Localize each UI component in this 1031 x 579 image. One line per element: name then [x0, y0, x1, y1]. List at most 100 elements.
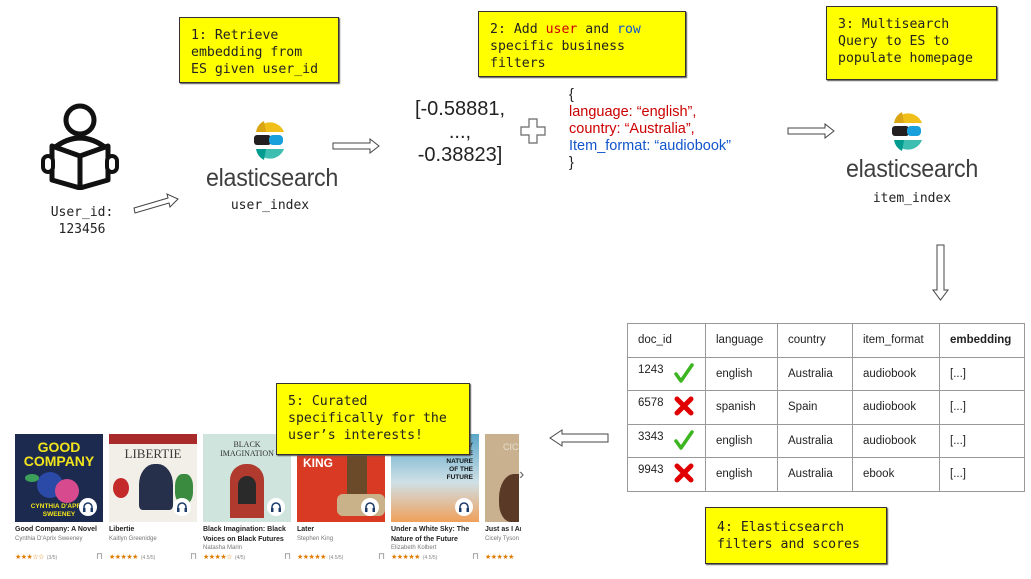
check-icon [674, 363, 694, 383]
step-2-user-word: user [545, 22, 578, 37]
table-header-row: doc_id language country item_format embe… [627, 323, 1025, 358]
step-2-note: 2: Add user and row specific business fi… [478, 11, 686, 77]
cover-title: LIBERTIE [124, 446, 182, 461]
results-table: doc_id language country item_format embe… [627, 323, 1025, 492]
embedding-last: -0.38823] [417, 144, 503, 166]
book-title-line1: Under a White Sky: The [391, 526, 470, 533]
item-format-cell: audiobook [852, 423, 940, 458]
headphones-icon [79, 498, 97, 516]
user-id-label: User_id: 123456 [40, 204, 124, 238]
step-2-suffix: specific business filters [490, 39, 625, 71]
headphones-icon [361, 498, 379, 516]
elasticsearch-icon [892, 112, 922, 151]
table-row: 1243 english Australia audiobook [...] [627, 356, 1025, 391]
book-rating: ★★★☆☆(3/5) [15, 553, 57, 561]
book-title-line2: Nature of the Future [391, 536, 458, 543]
item-format-cell: ebook [852, 457, 940, 492]
filters-open-brace: { [569, 87, 574, 103]
book-title[interactable]: Libertie [109, 526, 135, 533]
bookmark-icon[interactable]: ⊓ [96, 551, 104, 561]
embedding-first: [-0.58881, [414, 98, 506, 120]
book-author[interactable]: Natasha Marin [203, 545, 243, 551]
filter-language: language: “english”, [569, 104, 697, 120]
item-es-logo: elasticsearch [846, 109, 979, 184]
book-title-line2: Voices on Black Futures [203, 536, 284, 543]
carousel-next-button[interactable]: › [519, 466, 525, 483]
country-cell: Australia [777, 457, 853, 492]
book-title[interactable]: Good Company: A Novel [15, 526, 97, 533]
book-author[interactable]: Cicely Tyson [485, 536, 519, 542]
step-5-note: 5: Curated specifically for the user’s i… [276, 383, 470, 455]
table-row: 3343 english Australia audiobook [...] [627, 423, 1025, 458]
step-2-middle: and [577, 22, 618, 37]
cross-icon [674, 396, 694, 416]
filters-close-brace: } [569, 155, 574, 171]
book-author[interactable]: Elizabeth Kolbert [391, 545, 437, 551]
language-cell: english [705, 356, 778, 391]
star-icons: ★★★☆☆ [15, 554, 44, 561]
book-author[interactable]: Cynthia D'Aprix Sweeney [15, 536, 83, 542]
doc-id-cell: 1243 [627, 356, 706, 391]
arrow-es-to-embedding [332, 137, 382, 159]
doc-id: 1243 [638, 363, 664, 376]
book-rating: ★★★★☆(4/5) [203, 553, 245, 561]
book-rating: ★★★★★ [485, 553, 521, 561]
col-item-format: item_format [852, 323, 940, 358]
bookmark-icon[interactable]: ⊓ [284, 551, 292, 561]
book-rating: ★★★★★(4.5/5) [297, 553, 343, 561]
book-cover-good-company[interactable]: GOOD COMPANY CYNTHIA D'APRIX SWEENEY [15, 434, 103, 522]
arrow-filters-to-item-es [787, 122, 837, 144]
item-index-label: item_index [872, 191, 952, 206]
bookmark-icon[interactable]: ⊓ [378, 551, 386, 561]
book-author[interactable]: Kaitlyn Greenidge [109, 536, 157, 542]
language-cell: english [705, 457, 778, 492]
book-title-line1: Black Imagination: Black [203, 526, 286, 533]
headphones-icon [173, 498, 191, 516]
cover-author: CYNTHIA D'APRIX SWEENEY [30, 503, 88, 518]
item-es-wordmark: elasticsearch [846, 155, 979, 183]
rating-value: (4.5/5) [422, 555, 438, 561]
plus-icon [519, 117, 547, 150]
reader-icon [40, 100, 120, 191]
star-icons: ★★★★★ [109, 554, 138, 561]
book-cover-just-as-i-am[interactable]: CICELY [485, 434, 519, 522]
col-embedding: embedding [939, 323, 1025, 358]
item-format-cell: audiobook [852, 356, 940, 391]
item-format-cell: audiobook [852, 390, 940, 425]
step-3-note: 3: Multisearch Query to ES to populate h… [826, 6, 997, 80]
doc-id-cell: 9943 [627, 457, 706, 492]
headphones-icon [455, 498, 473, 516]
embedding-cell: [...] [939, 390, 1025, 425]
check-icon [674, 430, 694, 450]
step-1-note: 1: Retrieve embedding from ES given user… [179, 17, 339, 83]
user-index-label: user_index [230, 198, 310, 213]
star-icons: ★★★★★ [391, 554, 420, 561]
star-icons: ★★★★★ [297, 554, 326, 561]
embedding-cell: [...] [939, 457, 1025, 492]
language-cell: spanish [705, 390, 778, 425]
book-title[interactable]: Later [297, 526, 315, 533]
headphones-icon [267, 498, 285, 516]
star-icons: ★★★★★ [485, 554, 514, 561]
book-cover-libertie[interactable]: LIBERTIE [109, 434, 197, 522]
country-cell: Australia [777, 423, 853, 458]
bookmark-icon[interactable]: ⊓ [472, 551, 480, 561]
book-author[interactable]: Stephen King [297, 536, 334, 542]
arrow-user-to-es [132, 190, 182, 221]
book-rating: ★★★★★(4.5/5) [109, 553, 155, 561]
book-title[interactable]: Just as I Am [485, 526, 521, 533]
step-2-prefix: 2: Add [490, 22, 546, 37]
star-icons: ★★★★☆ [203, 554, 232, 561]
table-row: 6578 spanish Spain audiobook [...] [627, 390, 1025, 425]
user-es-wordmark: elasticsearch [206, 164, 339, 192]
bookmark-icon[interactable]: ⊓ [190, 551, 198, 561]
embedding-cell: [...] [939, 356, 1025, 391]
cross-icon [674, 463, 694, 483]
cover-title: GOOD COMPANY [23, 439, 95, 469]
doc-id-cell: 6578 [627, 390, 706, 425]
embedding-ellipsis: ..., [448, 121, 472, 143]
user-id-key: User_id: [50, 205, 114, 220]
filter-country: country: “Australia”, [569, 121, 695, 137]
